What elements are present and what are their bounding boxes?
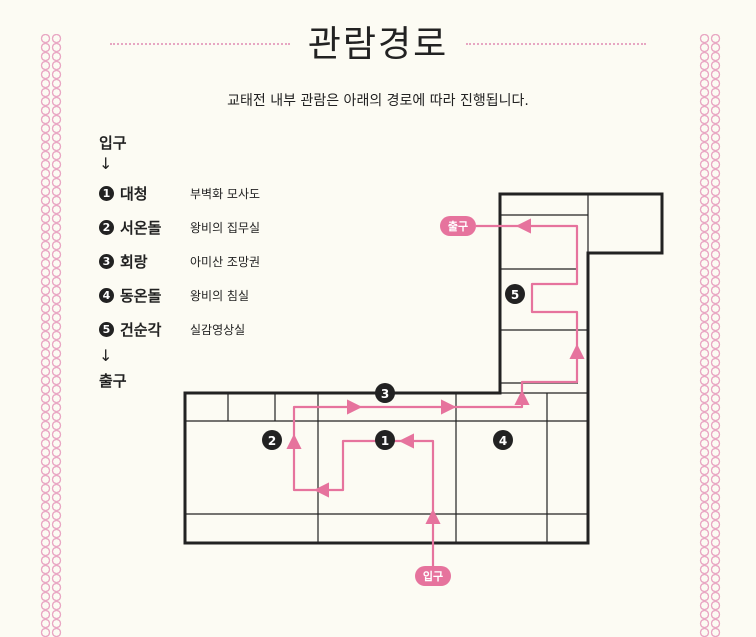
title-dots-right <box>466 43 647 45</box>
marker-label: 4 <box>499 434 507 448</box>
legend-room: 건순각 <box>120 320 162 339</box>
legend-desc: 아미산 조망권 <box>190 254 261 269</box>
outer-wall <box>183 192 664 545</box>
legend-number: 3 <box>99 253 114 269</box>
legend-number: 2 <box>99 219 114 235</box>
route-segment <box>398 433 435 515</box>
marker-label: 2 <box>268 434 276 448</box>
exit-tag-label: 출구 <box>448 219 468 233</box>
tour-route <box>286 218 585 570</box>
legend-desc: 왕비의 침실 <box>190 288 250 303</box>
legend-desc: 실감영상실 <box>190 322 246 337</box>
page-subtitle: 교태전 내부 관람은 아래의 경로에 따라 진행됩니다. <box>227 93 529 109</box>
route-segment <box>450 389 530 409</box>
title-dots-left <box>109 43 290 45</box>
left-decorative-border <box>40 34 62 637</box>
legend-number: 5 <box>99 321 114 337</box>
entrance-tag: 입구 <box>415 566 451 586</box>
legend-item: 1 대청 부벽화 모사도 <box>99 176 260 210</box>
legend-desc: 왕비의 집무실 <box>190 220 261 235</box>
page-title: 관람경로 <box>307 24 449 65</box>
route-legend: 입구 ↓ 1 대청 부벽화 모사도 2 서온돌 왕비의 집무실 3 회랑 아미산… <box>99 132 260 392</box>
exit-tag: 출구 <box>440 216 476 236</box>
route-segment <box>292 399 363 440</box>
marker-label: 3 <box>381 387 389 401</box>
legend-item: 3 회랑 아미산 조망권 <box>99 244 260 278</box>
route-segment <box>313 439 405 498</box>
plan-marker: 1 <box>375 430 395 450</box>
legend-room: 대청 <box>120 184 148 203</box>
entrance-tag-label: 입구 <box>423 570 443 583</box>
legend-number: 4 <box>99 287 114 303</box>
plan-marker: 5 <box>505 284 525 304</box>
legend-desc: 부벽화 모사도 <box>190 186 261 201</box>
legend-item: 5 건순각 실감영상실 <box>99 312 260 346</box>
plan-walls <box>183 192 664 545</box>
legend-exit: 출구 <box>99 372 127 390</box>
route-segment <box>515 218 579 350</box>
plan-marker: 4 <box>493 430 513 450</box>
plan-marker: 3 <box>375 383 395 403</box>
legend-room: 서온돌 <box>120 218 162 237</box>
plan-marker: 2 <box>262 430 282 450</box>
legend-room: 회랑 <box>120 252 148 271</box>
title-bar: 관람경로 <box>0 18 756 65</box>
right-decorative-border <box>699 34 721 637</box>
route-segment <box>520 343 585 396</box>
marker-label: 1 <box>381 434 389 448</box>
legend-room: 동온돌 <box>120 286 162 305</box>
legend-item: 4 동온돌 왕비의 침실 <box>99 278 260 312</box>
route-segment <box>286 433 320 492</box>
legend-entrance: 입구 <box>99 134 127 152</box>
marker-label: 5 <box>511 288 519 302</box>
legend-number: 1 <box>99 185 114 201</box>
legend-down-arrow: ↓ <box>99 154 113 173</box>
legend-item: 2 서온돌 왕비의 집무실 <box>99 210 260 244</box>
legend-down-arrow: ↓ <box>99 346 113 365</box>
